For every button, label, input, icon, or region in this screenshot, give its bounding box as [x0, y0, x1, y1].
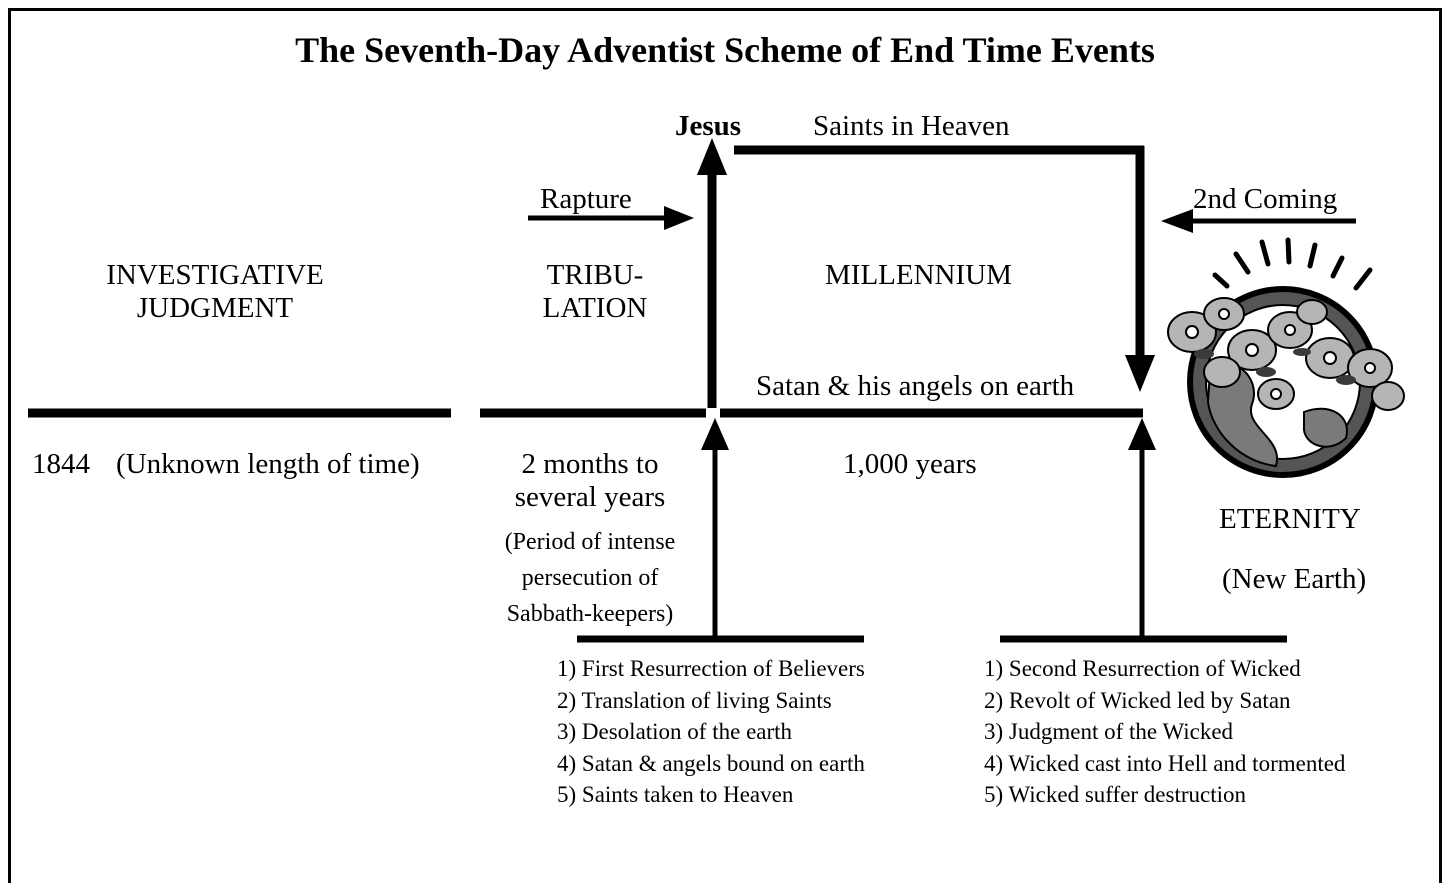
tribulation-label: TRIBU- LATION: [542, 259, 648, 325]
tribulation-duration: 2 months to several years: [514, 448, 666, 514]
new-earth-globe-icon: [1167, 237, 1405, 478]
jesus-label: Jesus: [675, 110, 742, 142]
millennium-label: MILLENNIUM: [825, 259, 1012, 291]
list-item: 5) Wicked suffer destruction: [984, 782, 1247, 807]
jesus-arrow-head: [697, 138, 727, 175]
rapture-label: Rapture: [540, 183, 632, 215]
list-item: 2) Revolt of Wicked led by Satan: [984, 687, 1291, 713]
list-item: 2) Translation of living Saints: [557, 687, 832, 713]
millennium-duration: 1,000 years: [843, 448, 977, 480]
second-coming-arrow-head: [1161, 209, 1193, 233]
first-event-list: 1) First Resurrection of Believers 2) Tr…: [557, 653, 865, 811]
list-item: 3) Desolation of the earth: [557, 719, 793, 744]
start-note: (Unknown length of time): [116, 448, 420, 480]
second-event-list: 1) Second Resurrection of Wicked 2) Revo…: [984, 653, 1345, 811]
saints-in-heaven-label: Saints in Heaven: [813, 110, 1010, 142]
list-item: 4) Satan & angels bound on earth: [557, 750, 865, 776]
second-coming-label: 2nd Coming: [1193, 183, 1338, 215]
list-item: 1) Second Resurrection of Wicked: [984, 656, 1301, 681]
rapture-arrow-head: [664, 206, 694, 230]
list-item: 5) Saints taken to Heaven: [557, 782, 794, 807]
new-earth-label: (New Earth): [1222, 563, 1367, 595]
tribulation-note: (Period of intense persecution of Sabbat…: [504, 529, 676, 627]
list-item: 1) First Resurrection of Believers: [557, 656, 865, 681]
satan-on-earth-label: Satan & his angels on earth: [756, 370, 1075, 402]
start-year: 1844: [32, 448, 90, 480]
investigative-judgment-label: INVESTIGATIVE JUDGMENT: [106, 259, 324, 325]
diagram-title: The Seventh-Day Adventist Scheme of End …: [295, 30, 1155, 70]
diagram-frame: [8, 8, 1442, 883]
first-event-arrow-head: [701, 418, 729, 450]
descent-arrow-head: [1125, 355, 1155, 392]
list-item: 3) Judgment of the Wicked: [984, 719, 1234, 744]
second-event-arrow-head: [1128, 418, 1156, 450]
list-item: 4) Wicked cast into Hell and tormented: [984, 750, 1346, 776]
eternity-label: ETERNITY: [1219, 503, 1361, 535]
